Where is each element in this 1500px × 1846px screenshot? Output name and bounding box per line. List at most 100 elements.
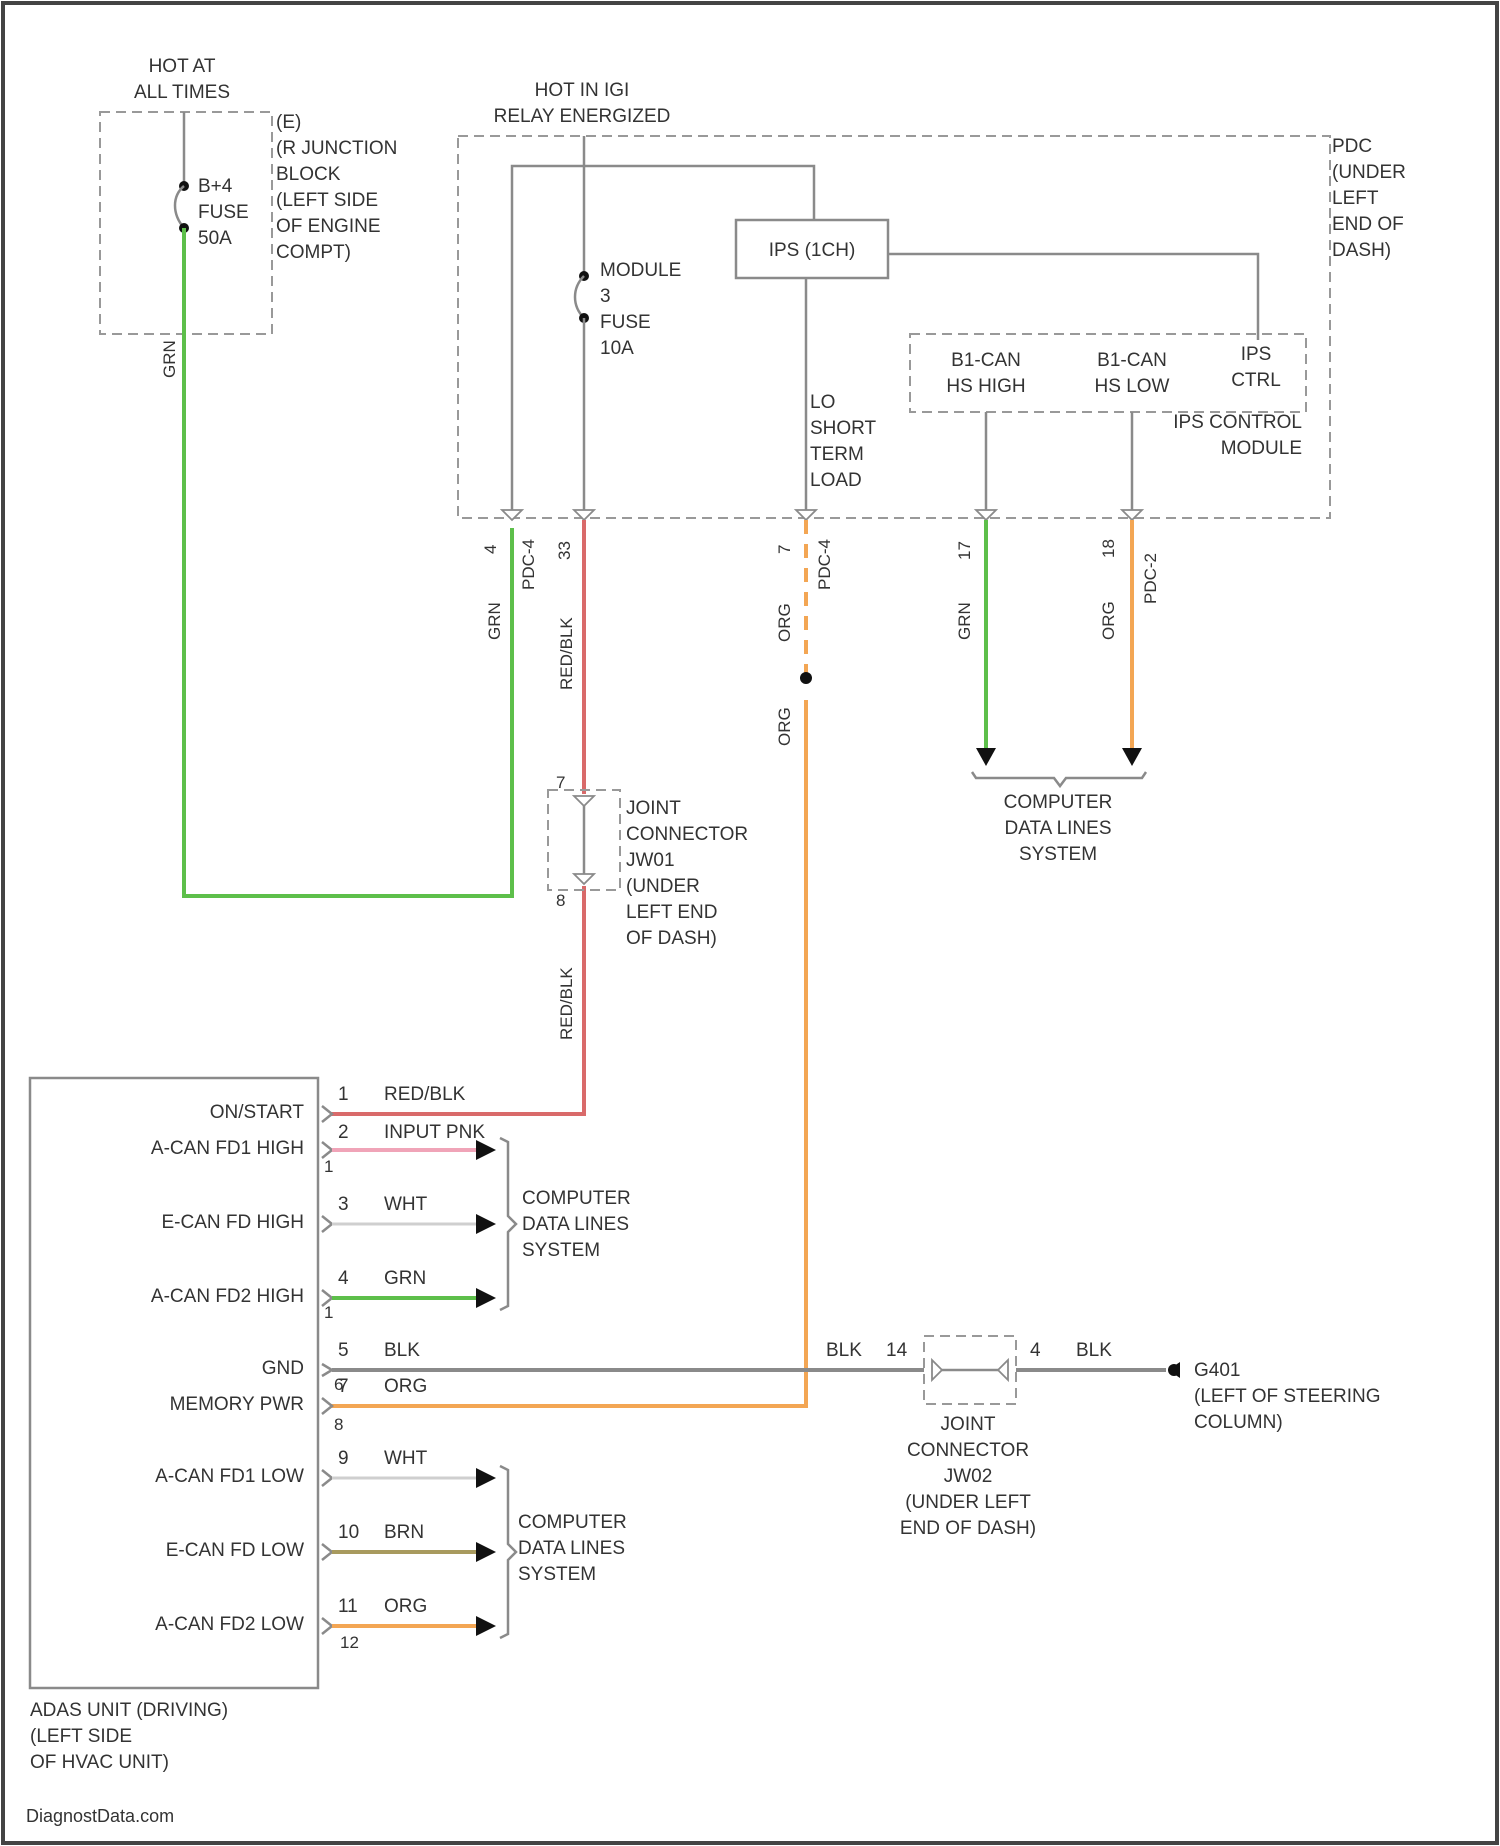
pin-9-num: 9 [338,1448,349,1469]
top-data-lines-2: DATA LINES [1005,818,1112,839]
pdc-hot-label-1: HOT IN IGI [535,80,630,101]
joint-upper-line-2: CONNECTOR [626,824,748,845]
control-module-name-2: MODULE [1221,438,1302,459]
pin-7-wire: ORG [384,1376,427,1397]
pin-2-wire: INPUT PNK [384,1122,485,1143]
fuse-line-3: 50A [198,228,232,249]
pdc-pin-33-wire: RED/BLK [557,617,576,690]
pdc-pin-4-num: 4 [481,545,500,554]
control-module-name-1: IPS CONTROL [1173,412,1302,433]
brace-data-lines-2 [500,1466,516,1638]
arrow-can-low [1122,748,1142,766]
jw02-pin-left [932,1360,942,1380]
pin-9-wire: WHT [384,1448,428,1469]
joint-upper-pin-bottom: 8 [556,891,565,910]
adas-unit: ADAS UNIT (DRIVING) (LEFT SIDE OF HVAC U… [30,1078,485,1773]
ground-pin-left: 14 [886,1340,908,1361]
ips-ctrl-wire [888,254,1258,340]
data-lines-1-line-1: COMPUTER [522,1188,631,1209]
jw02-line-5: END OF DASH) [900,1518,1036,1539]
module-fuse-line-1: MODULE [600,260,681,281]
wire-org-main [330,700,806,1406]
pin-5-num: 5 [338,1340,349,1361]
jw02-line-4: (UNDER LEFT [905,1492,1031,1513]
pin-3-num: 3 [338,1194,349,1215]
brace-data-lines-1 [500,1138,516,1310]
pin-10-num: 10 [338,1522,359,1543]
pdc-pin-17-wire: GRN [955,602,974,640]
terminal-on-start: ON/START [210,1102,305,1123]
pdc-location-2: (UNDER [1332,162,1406,183]
arrow-fd1-low [476,1468,496,1488]
ground-point: G401 (LEFT OF STEERING COLUMN) [1168,1360,1381,1433]
fuse-line-1: B+4 [198,176,233,197]
pdc-location-3: LEFT [1332,188,1379,209]
terminal-a-can-fd2-high: A-CAN FD2 HIGH [151,1286,304,1307]
module-fuse-line-2: 3 [600,286,611,307]
top-data-lines-3: SYSTEM [1019,844,1097,865]
hot-at-label-2: ALL TIMES [134,82,230,103]
joint-connector-upper: 7 8 JOINT CONNECTOR JW01 (UNDER LEFT END… [548,773,748,1040]
pin-1-num: 1 [338,1084,349,1105]
ground-dot [1168,1364,1180,1376]
pin-10-wire: BRN [384,1522,424,1543]
terminal-a-can-fd1-high: A-CAN FD1 HIGH [151,1138,304,1159]
joint-upper-line-4: (UNDER [626,876,700,897]
terminal-e-can-fd-high: E-CAN FD HIGH [162,1212,305,1233]
pdc-pin-7-num: 7 [775,545,794,554]
pdc-pin-33-num: 33 [555,541,574,560]
junction-line-1: (E) [276,112,301,133]
data-lines-1-line-2: DATA LINES [522,1214,629,1235]
pin-5-wire: BLK [384,1340,420,1361]
fuse-line-2: FUSE [198,202,249,223]
pin-2-num: 2 [338,1122,349,1143]
junction-line-6: COMPT) [276,242,351,263]
ground-line-2: (LEFT OF STEERING [1194,1386,1381,1407]
ground-pin-right: 4 [1030,1340,1041,1361]
pdc-pin-7-conn: PDC-4 [815,539,834,590]
data-lines-2-line-3: SYSTEM [518,1564,596,1585]
arrow-fd2-low [476,1616,496,1636]
pdc-location-4: END OF [1332,214,1404,235]
joint-upper-line-1: JOINT [626,798,681,819]
hot-at-label-1: HOT AT [149,56,216,77]
adas-extra-pin-a: 1 [324,1157,333,1176]
wire-red-blk-lower [330,886,584,1114]
joint-upper-line-6: OF DASH) [626,928,717,949]
joint-upper-line-3: JW01 [626,850,675,871]
adas-name-2: (LEFT SIDE [30,1726,132,1747]
jw02-line-1: JOINT [941,1414,996,1435]
junction-line-3: BLOCK [276,164,341,185]
adas-connector-strip [322,1106,332,1634]
data-lines-2-line-1: COMPUTER [518,1512,627,1533]
can-low-line-1: B1-CAN [1097,350,1167,371]
adas-extra-pin-d: 12 [340,1633,359,1652]
terminal-a-can-fd1-low: A-CAN FD1 LOW [155,1466,304,1487]
pdc-module: HOT IN IGI RELAY ENERGIZED PDC (UNDER LE… [458,80,1406,518]
load-line-4: LOAD [810,470,862,491]
arrow-fd2-high [476,1288,496,1308]
pin-4-num: 4 [338,1268,349,1289]
jw02-pin-right [998,1360,1008,1380]
module-fuse-line-4: 10A [600,338,634,359]
load-line-1: LO [810,392,835,413]
pdc-pin-18-conn: PDC-2 [1141,553,1160,604]
terminal-memory-pwr: MEMORY PWR [170,1394,304,1415]
ctrl-line-1: IPS [1241,344,1272,365]
pdc-pin-4-conn: PDC-4 [519,539,538,590]
pin-3-wire: WHT [384,1194,428,1215]
pdc-pin-17-num: 17 [955,541,974,560]
arrow-can-high [976,748,996,766]
can-high-line-1: B1-CAN [951,350,1021,371]
pdc-location-5: DASH) [1332,240,1391,261]
load-line-3: TERM [810,444,864,465]
ground-wire-right-label: BLK [1076,1340,1112,1361]
jw02-line-3: JW02 [944,1466,993,1487]
org-splice-dot [800,672,812,684]
module-fuse-symbol [575,276,584,318]
terminal-gnd: GND [262,1358,304,1379]
joint-connector-lower: BLK 14 4 BLK JOINT CONNECTOR JW02 (UNDER… [826,1336,1112,1539]
pdc-pin-18-wire: ORG [1099,601,1118,640]
adas-name-1: ADAS UNIT (DRIVING) [30,1700,228,1721]
